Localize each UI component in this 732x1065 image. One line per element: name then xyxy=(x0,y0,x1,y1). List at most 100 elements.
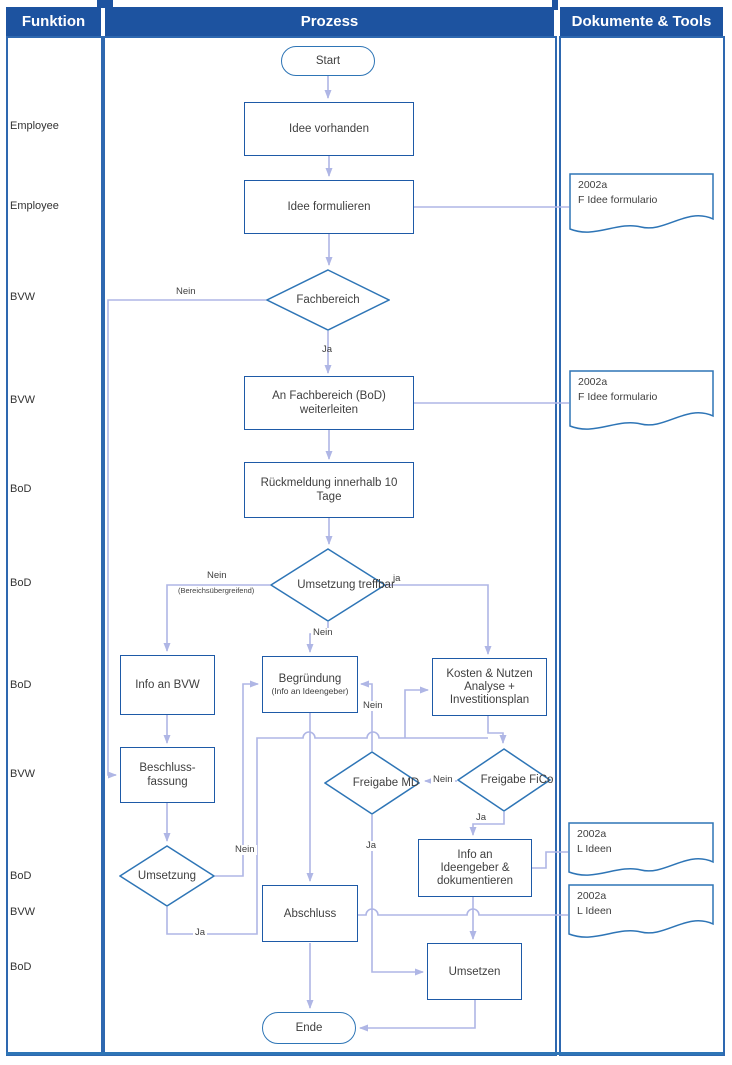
header-funktion-label: Funktion xyxy=(21,13,86,30)
document-title: L Ideen xyxy=(577,905,612,917)
lane-dokumente xyxy=(559,36,725,1056)
document-ideen-liste-1: 2002a L Ideen xyxy=(568,822,714,884)
edge-label-nein-umsetzung: Nein xyxy=(233,844,257,855)
document-code: 2002a xyxy=(577,828,607,840)
terminator-ende: Ende xyxy=(262,1012,356,1044)
process-kosten-nutzen: Kosten & Nutzen Analyse + Investitionspl… xyxy=(432,658,547,716)
bottom-border xyxy=(6,1052,723,1055)
function-label: Employee xyxy=(10,200,59,212)
umsetzung-treffbar-label: Umsetzung treffbar xyxy=(297,578,395,591)
lane-prozess xyxy=(103,36,557,1056)
decision-umsetzung: Umsetzung xyxy=(119,845,215,907)
header-funktion: Funktion xyxy=(6,7,101,36)
document-code: 2002a xyxy=(578,179,608,191)
connector-umsetzen-ende xyxy=(359,1000,476,1032)
edge-label-nein-md: Nein xyxy=(361,700,385,711)
connector-infoideengeber-doc3 xyxy=(532,851,568,869)
edge-label-ja-umsetzung: Ja xyxy=(193,927,208,938)
rueckmeldung-label: Rückmeldung innerhalb 10 Tage xyxy=(260,477,398,503)
edge-label-ja-fachbereich: Ja xyxy=(322,344,333,355)
process-begruendung: Begründung (Info an Ideengeber) xyxy=(262,656,358,713)
decision-freigabe-md: Freigabe MD xyxy=(324,751,420,815)
an-fachbereich-label: An Fachbereich (BoD) weiterleiten xyxy=(272,390,386,416)
document-code: 2002a xyxy=(578,376,608,388)
function-label: BoD xyxy=(10,870,32,882)
decision-freigabe-fico: Freigabe FiCo xyxy=(457,748,553,812)
document-text: 2002a L Ideen xyxy=(577,889,612,919)
abschluss-label: Abschluss xyxy=(283,907,337,920)
document-title: L Ideen xyxy=(577,843,612,855)
edge-label-nein-treffbar-down: Nein xyxy=(311,627,335,638)
fachbereich-label: Fachbereich xyxy=(296,293,360,306)
connector-umsetzung-ja-junction xyxy=(166,731,488,935)
function-label: Employee xyxy=(10,120,59,132)
function-label: BVW xyxy=(10,291,36,303)
connector-md-nein-begruendung xyxy=(360,680,373,751)
document-text: 2002a F Idee formulario xyxy=(578,178,657,208)
idee-vorhanden-label: Idee vorhanden xyxy=(289,123,369,135)
function-label: BVW xyxy=(10,906,36,918)
function-label: BVW xyxy=(10,768,36,780)
terminator-start: Start xyxy=(281,46,375,76)
info-an-bvw-label: Info an BVW xyxy=(135,679,200,691)
header-prozess: Prozess xyxy=(105,7,554,36)
process-rueckmeldung: Rückmeldung innerhalb 10 Tage xyxy=(244,462,414,518)
connector-treffbar-ja-kostennutzen xyxy=(386,584,492,655)
connector-abschluss-doc4 xyxy=(358,908,568,916)
document-idee-formular-2: 2002a F Idee formulario xyxy=(569,370,714,442)
edge-label-ja-md: Ja xyxy=(364,840,379,851)
lane-funktion xyxy=(6,36,103,1056)
begruendung-label: Begründung xyxy=(278,673,342,685)
decision-umsetzung-treffbar: Umsetzung treffbar xyxy=(270,548,395,622)
edge-label-nein-fachbereich: Nein xyxy=(176,286,196,297)
freigabe-fico-label: Freigabe FiCo xyxy=(480,773,554,786)
connector-treffbar-nein-infoanbvw xyxy=(163,584,270,652)
function-label: BoD xyxy=(10,483,32,495)
start-label: Start xyxy=(315,55,341,67)
edge-label-bereichsuebergreifend: (Bereichsübergreifend) xyxy=(178,586,255,595)
process-umsetzen: Umsetzen xyxy=(427,943,522,1000)
process-beschlussfassung: Beschluss-fassung xyxy=(120,747,215,803)
umsetzen-label: Umsetzen xyxy=(448,965,501,978)
process-info-an-bvw: Info an BVW xyxy=(120,655,215,715)
header-notch-1 xyxy=(97,0,113,8)
document-code: 2002a xyxy=(577,890,607,902)
process-an-fachbereich: An Fachbereich (BoD) weiterleiten xyxy=(244,376,414,430)
header-dokumente-label: Dokumente & Tools xyxy=(571,13,712,30)
umsetzung-label: Umsetzung xyxy=(137,869,197,882)
document-text: 2002a F Idee formulario xyxy=(578,375,657,405)
document-title: F Idee formulario xyxy=(578,194,658,206)
connector-fico-ja-infoideengeber xyxy=(469,812,505,836)
kosten-nutzen-label: Kosten & Nutzen Analyse + Investitionspl… xyxy=(446,667,533,706)
info-ideengeber-label: Info an Ideengeber & dokumentieren xyxy=(436,848,514,887)
connector-md-ja-umsetzen xyxy=(371,815,424,976)
begruendung-sublabel: (Info an Ideengeber) xyxy=(271,686,349,696)
function-label: BoD xyxy=(10,961,32,973)
edge-label-ja-treffbar: ja xyxy=(393,573,401,584)
edge-label-nein-fico: Nein xyxy=(431,774,455,785)
process-info-ideengeber: Info an Ideengeber & dokumentieren xyxy=(418,839,532,897)
function-label: BVW xyxy=(10,394,36,406)
ende-label: Ende xyxy=(295,1022,323,1034)
edge-label-ja-fico: Ja xyxy=(474,812,489,823)
function-label: BoD xyxy=(10,679,32,691)
beschlussfassung-label: Beschluss-fassung xyxy=(139,762,196,788)
header-dokumente: Dokumente & Tools xyxy=(560,7,723,36)
function-label: BoD xyxy=(10,577,32,589)
process-idee-vorhanden: Idee vorhanden xyxy=(244,102,414,156)
process-idee-formulieren: Idee formulieren xyxy=(244,180,414,234)
connector-kostennutzen-fico xyxy=(487,716,507,744)
decision-fachbereich: Fachbereich xyxy=(266,269,390,331)
process-abschluss: Abschluss xyxy=(262,885,358,942)
idee-formulieren-label: Idee formulieren xyxy=(287,201,371,213)
document-title: F Idee formulario xyxy=(578,391,658,403)
connector-junction-kostennutzen xyxy=(404,686,429,738)
header-notch-2 xyxy=(552,0,558,10)
document-text: 2002a L Ideen xyxy=(577,827,612,857)
connector-fachbereich-nein-beschlussfassung xyxy=(107,299,266,779)
header-prozess-label: Prozess xyxy=(300,13,359,30)
freigabe-md-label: Freigabe MD xyxy=(352,776,420,789)
edge-label-nein-treffbar: Nein xyxy=(207,570,227,581)
